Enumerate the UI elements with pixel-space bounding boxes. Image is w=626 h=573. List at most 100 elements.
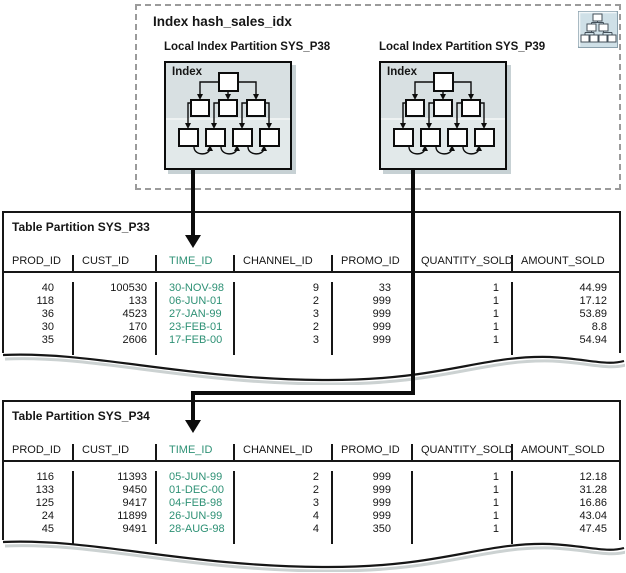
column-header: AMOUNT_SOLD — [521, 255, 605, 267]
cell: 2606 — [74, 334, 157, 347]
cell: 1 — [413, 471, 513, 484]
cell: 44.99 — [579, 282, 607, 294]
column-header: QUANTITY_SOLD — [413, 444, 513, 460]
table-rows: 116 11393 05-JUN-99 2 999 1 12.18 133 94… — [4, 471, 619, 544]
table-header-row: PROD_ID CUST_ID TIME_ID CHANNEL_ID PROMO… — [4, 438, 619, 462]
cell: 04-FEB-98 — [157, 497, 235, 510]
torn-edge — [2, 353, 625, 385]
column-header: PROD_ID — [4, 255, 74, 271]
cell: 999 — [333, 471, 413, 484]
cell: 12.18 — [579, 471, 607, 483]
cell: 17-FEB-00 — [157, 334, 235, 347]
index-box-label: Index — [387, 66, 418, 78]
table-row: 116 11393 05-JUN-99 2 999 1 12.18 — [4, 471, 619, 484]
cell: 9 — [235, 282, 333, 295]
arrow-sysp39-to-sysp34-horizontal — [191, 391, 415, 395]
table-row: 30 170 23-FEB-01 2 999 1 8.8 — [4, 321, 619, 334]
cell: 100530 — [74, 282, 157, 295]
cell: 06-JUN-01 — [157, 295, 235, 308]
column-header: AMOUNT_SOLD — [521, 444, 605, 456]
cell: 999 — [333, 334, 413, 347]
arrowhead-icon — [185, 235, 201, 248]
column-header: PROD_ID — [4, 444, 74, 460]
cell: 1 — [413, 523, 513, 536]
arrowhead-icon — [185, 420, 201, 433]
column-header: CHANNEL_ID — [235, 255, 333, 271]
table-partition-sys-p34: Table Partition SYS_P34 PROD_ID CUST_ID … — [2, 400, 625, 572]
table-grid: PROD_ID CUST_ID TIME_ID CHANNEL_ID PROMO… — [4, 249, 619, 355]
cell: 43.04 — [579, 510, 607, 522]
cell: 28-AUG-98 — [157, 523, 235, 536]
cell: 1 — [413, 308, 513, 321]
cell: 2 — [235, 321, 333, 334]
cell: 999 — [333, 321, 413, 334]
cell: 1 — [413, 321, 513, 334]
cell: 999 — [333, 497, 413, 510]
cell: 47.45 — [579, 523, 607, 535]
column-header: TIME_ID — [157, 255, 235, 271]
cell: 53.89 — [579, 308, 607, 320]
index-partition-box-sys-p38: Index — [164, 61, 292, 170]
index-partition-label: Local Index Partition SYS_P38 — [164, 41, 331, 53]
cell: 27-JAN-99 — [157, 308, 235, 321]
cell: 4 — [235, 523, 333, 536]
divider-extension — [4, 536, 619, 544]
table-header-row: PROD_ID CUST_ID TIME_ID CHANNEL_ID PROMO… — [4, 249, 619, 273]
cell: 11393 — [74, 471, 157, 484]
cell: 350 — [333, 523, 413, 536]
cell: 36 — [4, 308, 74, 321]
cell: 1 — [413, 295, 513, 308]
column-header: PROMO_ID — [333, 444, 413, 460]
cell: 54.94 — [579, 334, 607, 346]
cell: 170 — [74, 321, 157, 334]
cell: 2 — [235, 471, 333, 484]
cell: 30-NOV-98 — [157, 282, 235, 295]
arrow-sysp38-to-sysp33 — [191, 168, 195, 236]
cell: 1 — [413, 334, 513, 347]
cell: 30 — [4, 321, 74, 334]
table-grid: PROD_ID CUST_ID TIME_ID CHANNEL_ID PROMO… — [4, 438, 619, 544]
table-row: 24 11899 26-JUN-99 4 999 1 43.04 — [4, 510, 619, 523]
cell: 4 — [235, 510, 333, 523]
table-row: 133 9450 01-DEC-00 2 999 1 31.28 — [4, 484, 619, 497]
arrow-sysp39-to-sysp34-drop — [191, 391, 195, 421]
table-partition-sys-p33: Table Partition SYS_P33 PROD_ID CUST_ID … — [2, 211, 625, 385]
column-header: CUST_ID — [74, 444, 157, 460]
index-group-container: Index hash_sales_idx — [135, 4, 621, 190]
torn-edge — [2, 540, 625, 572]
cell: 2 — [235, 484, 333, 497]
table-title: Table Partition SYS_P34 — [12, 409, 150, 423]
cell: 4523 — [74, 308, 157, 321]
cell: 35 — [4, 334, 74, 347]
arrow-sysp39-to-sysp34-vertical — [411, 168, 415, 395]
cell: 116 — [4, 471, 74, 484]
cell: 1 — [413, 282, 513, 295]
cell: 999 — [333, 510, 413, 523]
cell: 999 — [333, 295, 413, 308]
column-header: QUANTITY_SOLD — [413, 255, 513, 271]
table-row: 125 9417 04-FEB-98 3 999 1 16.86 — [4, 497, 619, 510]
cell: 9450 — [74, 484, 157, 497]
column-header: CHANNEL_ID — [235, 444, 333, 460]
cell: 23-FEB-01 — [157, 321, 235, 334]
column-header: CUST_ID — [74, 255, 157, 271]
hierarchy-tree-icon — [578, 11, 618, 48]
cell: 2 — [235, 295, 333, 308]
table-row: 35 2606 17-FEB-00 3 999 1 54.94 — [4, 334, 619, 347]
table-row: 118 133 06-JUN-01 2 999 1 17.12 — [4, 295, 619, 308]
table-row: 36 4523 27-JAN-99 3 999 1 53.89 — [4, 308, 619, 321]
table-rows: 40 100530 30-NOV-98 9 3 3 1 44.99 118 133… — [4, 282, 619, 355]
cell: 118 — [4, 295, 74, 308]
cell: 133 — [74, 295, 157, 308]
cell: 11899 — [74, 510, 157, 523]
cell: 40 — [4, 282, 74, 295]
cell: 31.28 — [579, 484, 607, 496]
cell: 3 — [235, 497, 333, 510]
cell: 3 — [235, 334, 333, 347]
column-header: PROMO_ID — [333, 255, 413, 271]
cell: 3 — [235, 308, 333, 321]
cell: 133 — [4, 484, 74, 497]
cell: 1 — [413, 497, 513, 510]
cell: 16.86 — [579, 497, 607, 509]
